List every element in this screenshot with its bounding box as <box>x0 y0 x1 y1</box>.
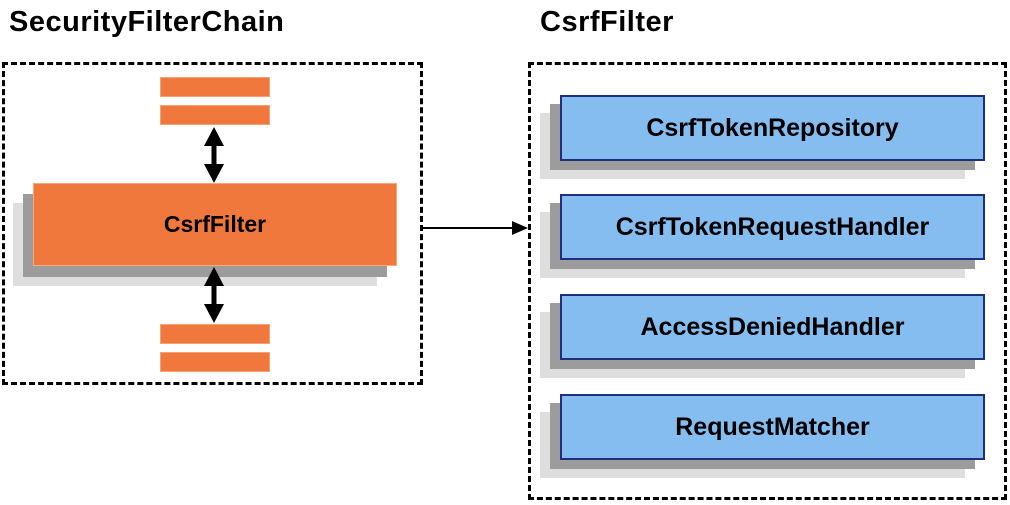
csrf-filter-group <box>528 62 1007 500</box>
double-arrow-icon <box>204 267 224 323</box>
filter-bar <box>160 105 270 125</box>
access-denied-handler-label: AccessDeniedHandler <box>560 294 985 360</box>
request-matcher-label: RequestMatcher <box>560 394 985 460</box>
request-matcher-box: RequestMatcher <box>540 394 985 478</box>
security-filter-chain-group <box>2 62 423 385</box>
security-filter-chain-title: SecurityFilterChain <box>9 6 285 38</box>
csrf-token-request-handler-label: CsrfTokenRequestHandler <box>560 194 985 260</box>
double-arrow-icon <box>204 127 224 183</box>
csrf-token-repository-box: CsrfTokenRepository <box>540 95 985 179</box>
filter-bar <box>160 352 270 372</box>
filter-bar <box>160 77 270 97</box>
csrf-token-request-handler-box: CsrfTokenRequestHandler <box>540 194 985 278</box>
csrf-filter-label: CsrfFilter <box>33 183 397 266</box>
csrf-filter-title: CsrfFilter <box>540 6 674 38</box>
filter-bar <box>160 324 270 344</box>
flow-arrow-icon <box>423 221 528 235</box>
access-denied-handler-box: AccessDeniedHandler <box>540 294 985 378</box>
csrf-token-repository-label: CsrfTokenRepository <box>560 95 985 161</box>
csrf-filter-box: CsrfFilter <box>13 183 397 286</box>
